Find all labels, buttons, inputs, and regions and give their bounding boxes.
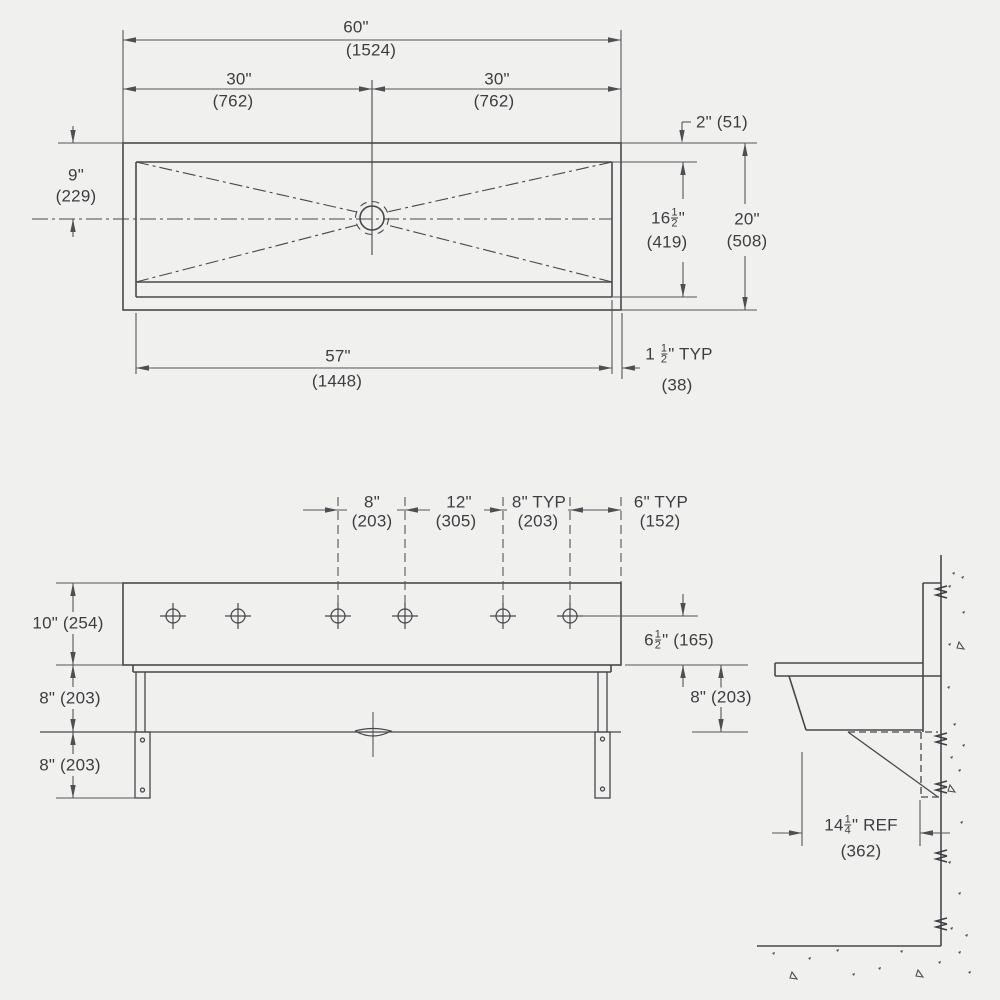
front-elevation-view (40, 582, 622, 799)
front-view-dimensions (56, 497, 698, 799)
dim-hole-spacing-d-metric: (152) (637, 511, 683, 531)
right-leg (594, 672, 611, 799)
dim-back-offset-value: 9" (66, 165, 86, 185)
faucet-hole-icon (325, 603, 351, 629)
dim-half-right-metric: (762) (471, 91, 517, 111)
side-section-view (757, 555, 942, 947)
dim-basin-depth-metric: (419) (644, 232, 690, 252)
faucet-hole-icon (392, 603, 418, 629)
dim-bracket-metric: (362) (838, 841, 884, 861)
drain-trap-icon (354, 712, 393, 757)
faucet-hole-icon (490, 603, 516, 629)
dim-rear-ledge: 2" (51) (694, 112, 750, 132)
dim-height-mid: 8" (203) (37, 688, 103, 708)
dim-half-left-metric: (762) (210, 91, 256, 111)
dim-hole-spacing-b-metric: (305) (433, 511, 479, 531)
dim-overall-depth-metric: (508) (724, 231, 770, 251)
dim-half-left-value: 30" (224, 69, 254, 89)
left-leg (134, 672, 151, 799)
dim-basin-width-metric: (1448) (309, 371, 365, 391)
dim-rim-metric: (38) (659, 375, 695, 395)
faucet-holes (160, 603, 583, 629)
dim-overall-width-metric: (1524) (343, 40, 399, 60)
dim-overall-depth-value: 20" (732, 209, 762, 229)
dim-below-rim: 8" (203) (688, 687, 754, 707)
wall-bracket (847, 731, 941, 798)
plan-centerlines (32, 80, 613, 283)
dim-overall-width-value: 60" (341, 17, 371, 37)
concrete-hatch (772, 572, 971, 980)
dim-hole-spacing-c-metric: (203) (515, 511, 561, 531)
dim-hole-spacing-a-metric: (203) (349, 511, 395, 531)
dim-height-top: 10" (254) (30, 613, 106, 633)
dim-hole-spacing-a-value: 8" (362, 492, 382, 512)
plan-view-dimensions (58, 30, 757, 379)
faucet-hole-icon (160, 603, 186, 629)
dim-back-offset-metric: (229) (53, 186, 99, 206)
plan-view (32, 80, 622, 311)
faucet-hole-icon (225, 603, 251, 629)
dim-half-right-value: 30" (482, 69, 512, 89)
dim-height-bottom: 8" (203) (37, 755, 103, 775)
dim-hole-spacing-d-value: 6" TYP (631, 492, 691, 512)
dim-hole-spacing-b-value: 12" (444, 492, 474, 512)
dim-basin-width-value: 57" (323, 346, 353, 366)
dimension-arrows (70, 37, 933, 836)
dim-hole-spacing-c-value: 8" TYP (509, 492, 569, 512)
